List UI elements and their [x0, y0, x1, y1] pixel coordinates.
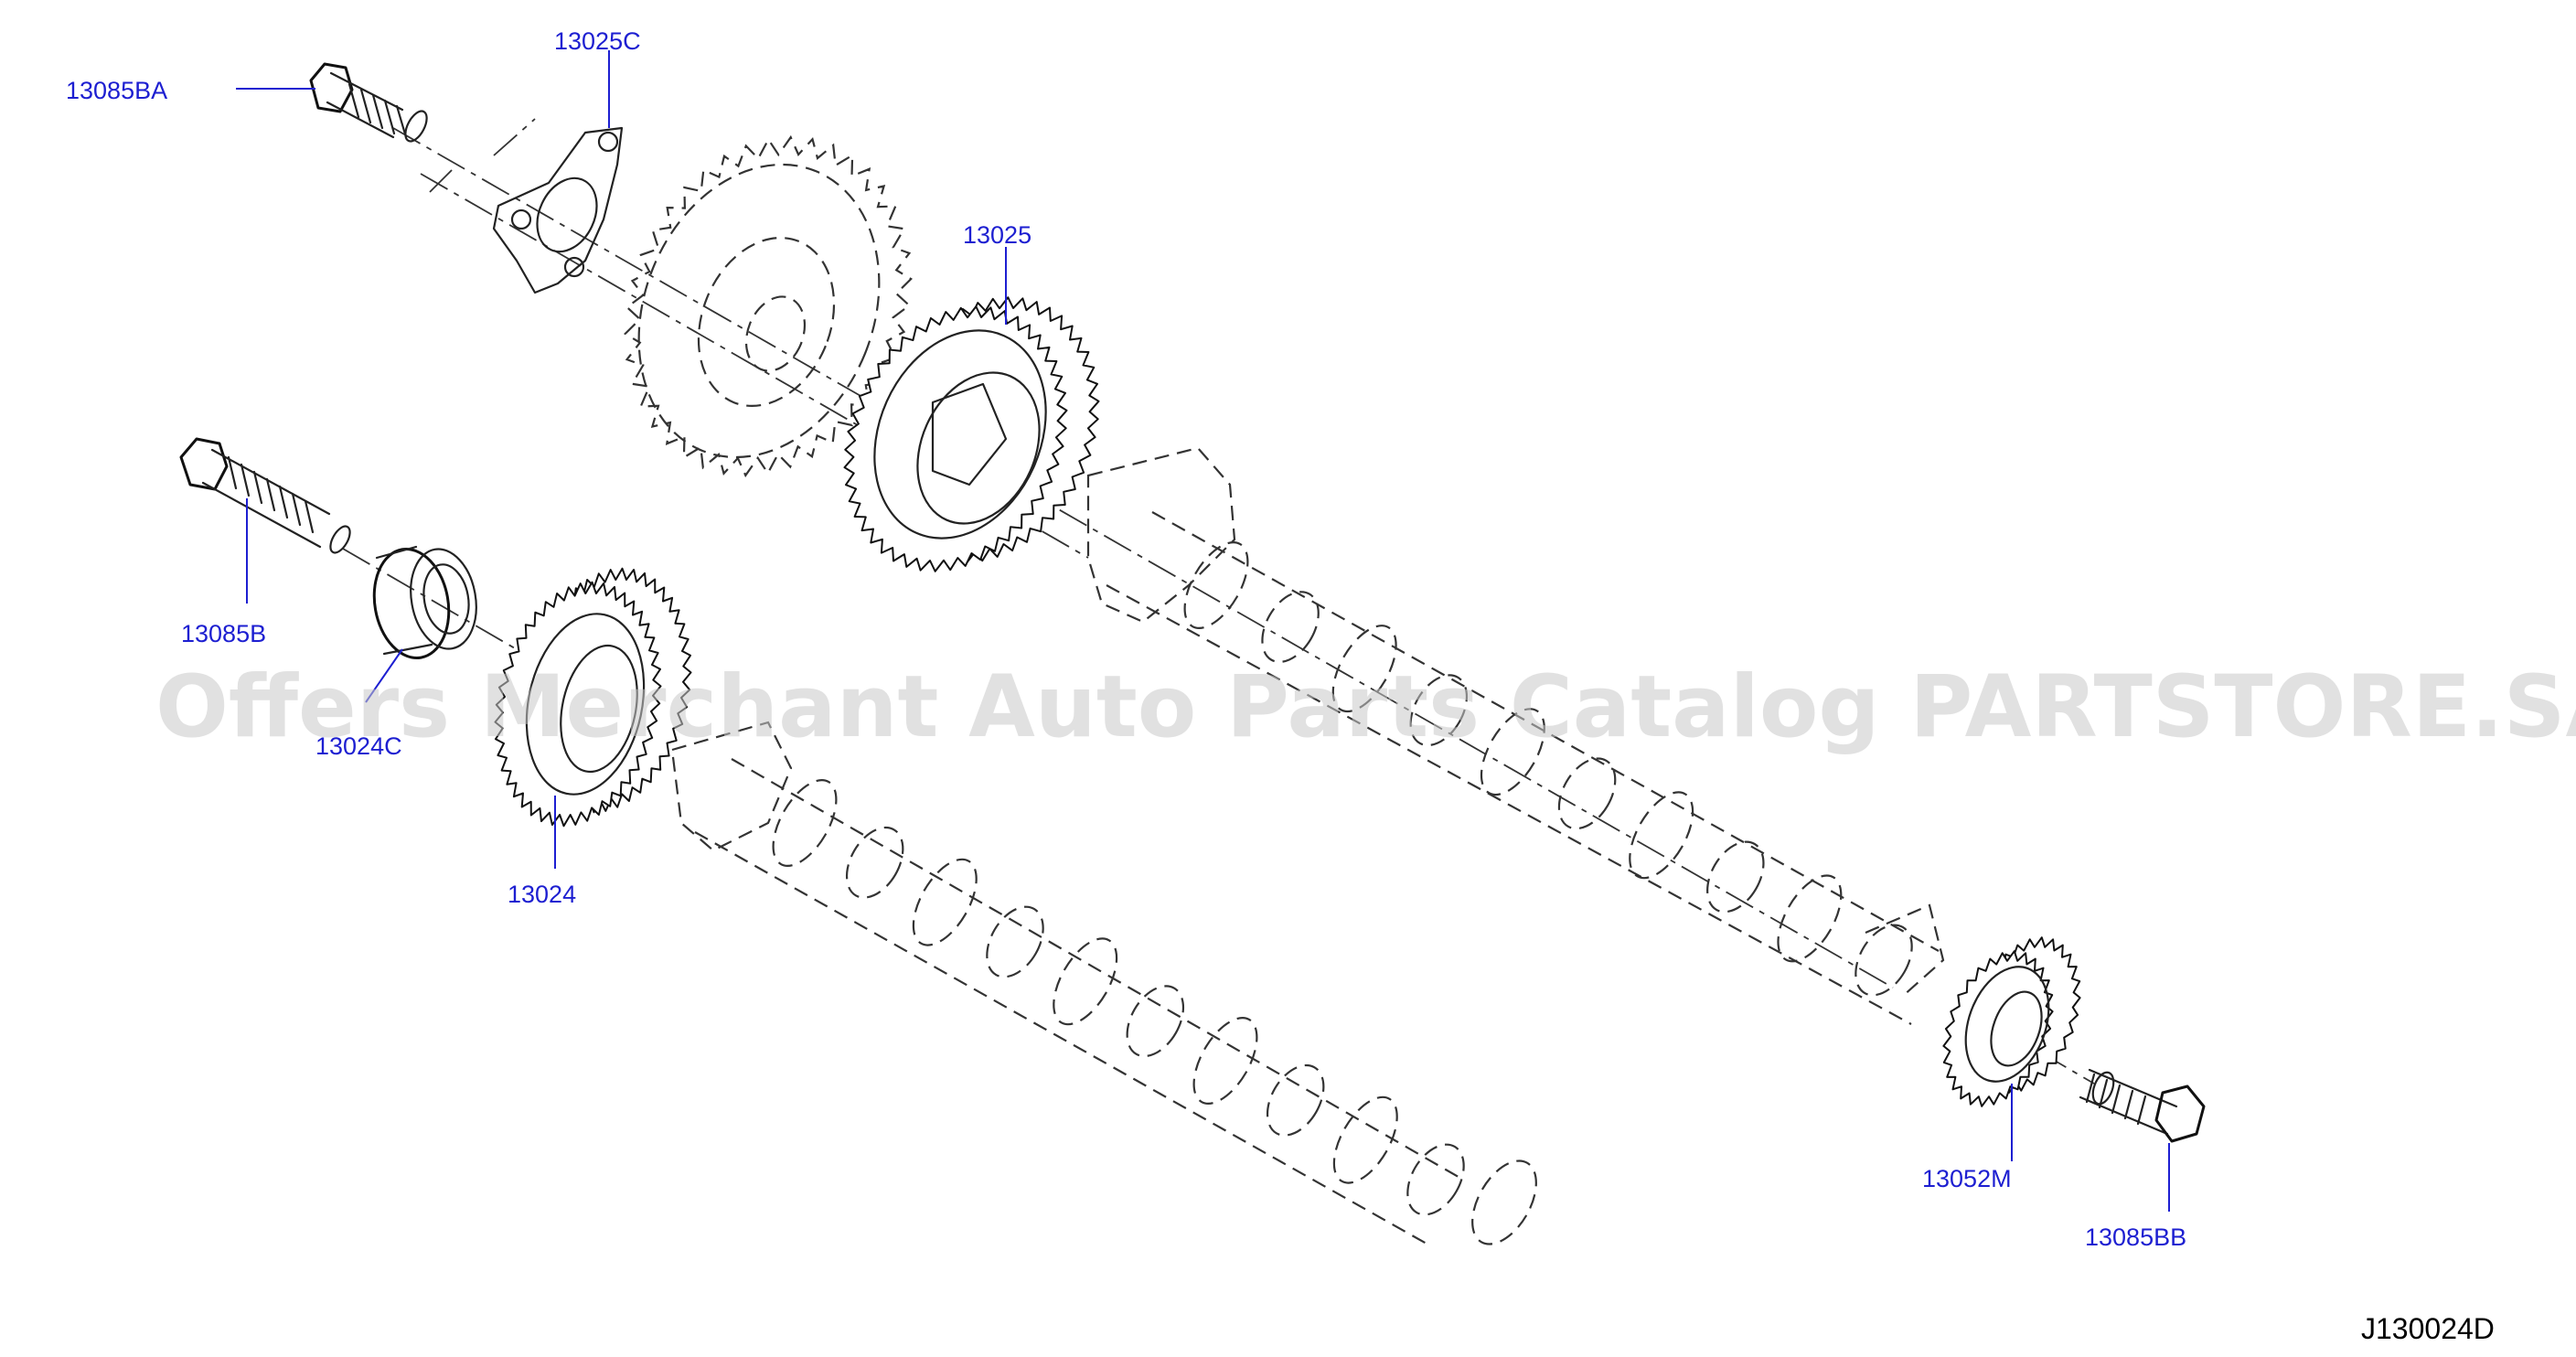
leader-lines — [236, 50, 2170, 1212]
cam-lobe — [1332, 1095, 1398, 1184]
gear-13052m[interactable] — [1942, 936, 2081, 1107]
cam-lobe — [1409, 674, 1469, 747]
label-13025[interactable]: 13025 — [963, 221, 1031, 249]
plate-13025c[interactable] — [492, 126, 624, 294]
cam-lobe — [1331, 625, 1397, 713]
cam-lobe — [845, 826, 904, 899]
cam-lobe — [1266, 1063, 1325, 1137]
label-13085bb[interactable]: 13085BB — [2085, 1223, 2186, 1251]
label-13085ba[interactable]: 13085BA — [66, 77, 167, 104]
cam-lobe — [1706, 840, 1765, 914]
bolt-13085b[interactable] — [179, 437, 354, 556]
lower-axis-centerline — [342, 548, 659, 732]
label-13052m[interactable]: 13052M — [1922, 1165, 2012, 1192]
cam-lobe — [1855, 924, 1913, 997]
cam-lobe — [1406, 1143, 1465, 1216]
cam-lobe — [1053, 937, 1118, 1026]
cam-lobe — [1777, 874, 1843, 963]
label-13024[interactable]: 13024 — [508, 881, 576, 908]
cam-lobe — [912, 858, 978, 946]
label-13024c[interactable]: 13024C — [315, 732, 402, 760]
upper-camshaft — [1086, 446, 1945, 1025]
cam-lobe — [1183, 541, 1249, 629]
ghost-sprocket-teeth — [624, 134, 913, 478]
cam-lobe — [1261, 591, 1320, 664]
diagram-code: J130024D — [2361, 1312, 2495, 1345]
watermark-text: Offers Merchant Auto Parts Catalog PARTS… — [155, 657, 2576, 757]
gear-teeth — [843, 305, 1068, 572]
gear-13024[interactable] — [494, 567, 692, 828]
cam-lobe — [986, 905, 1044, 978]
cam-lobe — [1126, 985, 1185, 1058]
cam-lobe — [1557, 757, 1617, 830]
lower-camshaft — [670, 721, 1537, 1245]
washer-13024c[interactable] — [366, 543, 484, 664]
label-13085b[interactable]: 13085B — [181, 620, 266, 647]
cam-lobe — [1480, 708, 1545, 796]
cam-lobe — [1192, 1017, 1258, 1105]
gear-13025[interactable] — [843, 296, 1100, 572]
bolt-13085bb[interactable] — [2079, 1068, 2206, 1143]
cam-lobe — [1629, 791, 1694, 880]
ghost-sprocket — [624, 134, 913, 478]
cam-lobe — [772, 779, 838, 867]
label-13025c[interactable]: 13025C — [554, 27, 641, 55]
bolt-13085ba[interactable] — [309, 62, 431, 144]
